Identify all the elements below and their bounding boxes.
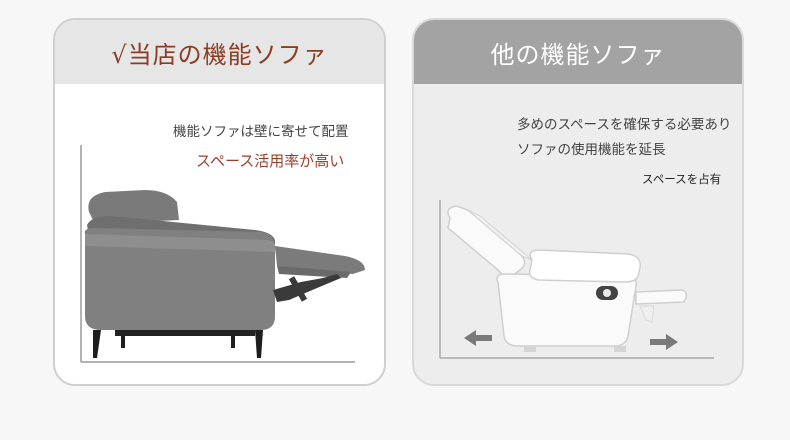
control-button-icon — [596, 286, 618, 300]
occupies-space-text: スペースを占有 — [642, 172, 722, 186]
space-required-text: 多めのスペースを確保する必要あり — [517, 117, 732, 133]
wall-placement-text: 機能ソファは壁に寄せて配置 — [173, 124, 349, 140]
sofa-outline-illustration — [439, 200, 714, 359]
right-arrow-icon — [650, 334, 678, 350]
sofa-reclined-illustration — [80, 145, 365, 363]
our-sofa-title: √当店の機能ソファ — [55, 20, 384, 84]
space-efficiency-text: スペース活用率が高い — [196, 152, 345, 170]
other-sofa-title: 他の機能ソファ — [414, 20, 742, 84]
extended-function-text: ソファの使用機能を延長 — [517, 142, 666, 158]
left-arrow-icon — [464, 330, 492, 346]
other-sofa-card: 他の機能ソファ 多めのスペースを確保する必要あり ソファの使用機能を延長 スペー… — [412, 18, 744, 386]
our-sofa-card: √当店の機能ソファ 機能ソファは壁に寄せて配置 スペース活用率が高い — [53, 18, 386, 386]
